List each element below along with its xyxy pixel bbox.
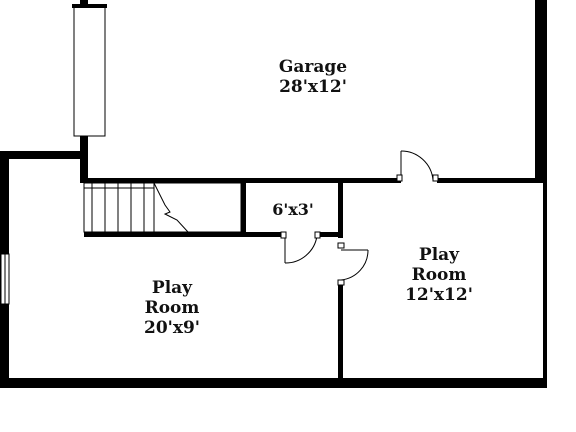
stairs	[83, 182, 242, 233]
garage-bottom-wall-right	[437, 178, 543, 183]
play-room-left-name-2: Room	[145, 298, 200, 318]
play-room-right-name-1: Play	[419, 245, 460, 265]
garage-column	[73, 5, 106, 137]
garage-door	[396, 150, 439, 182]
play-room-left-dims: 20'x9'	[144, 318, 200, 338]
bottom-exterior-wall	[0, 378, 547, 388]
stair-bottom-wall	[84, 232, 285, 237]
left-window	[0, 253, 10, 305]
garage-column-cap	[72, 4, 107, 8]
closet-right-wall	[338, 178, 343, 238]
play-room-right-name-2: Room	[412, 265, 467, 285]
closet-bottom-wall-right	[317, 232, 343, 237]
left-step-wall	[0, 151, 88, 159]
play-room-left-name-1: Play	[152, 278, 193, 298]
garage-name: Garage	[279, 57, 347, 77]
closet-door	[280, 231, 321, 264]
play-room-divider	[338, 282, 343, 382]
play-room-door	[337, 242, 369, 286]
garage-bottom-wall-left	[80, 178, 401, 183]
stair-closet-divider	[241, 178, 246, 236]
garage-right-wall	[535, 0, 543, 182]
right-exterior-wall	[543, 0, 547, 388]
closet-dims: 6'x3'	[272, 200, 314, 219]
play-room-right-dims: 12'x12'	[405, 285, 473, 305]
garage-dims: 28'x12'	[279, 77, 347, 97]
